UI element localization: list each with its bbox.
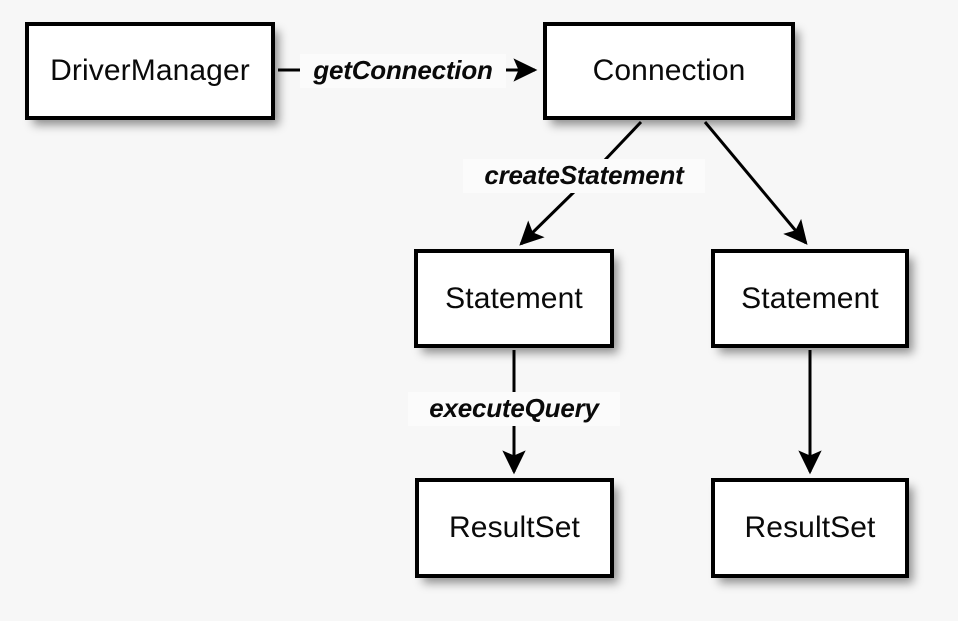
node-resultset-right-label: ResultSet [744, 511, 876, 544]
node-statement-right-label: Statement [741, 281, 879, 315]
node-statement-left[interactable]: Statement [414, 249, 614, 348]
node-resultset-right[interactable]: ResultSet [711, 478, 909, 578]
node-drivermanager-label: DriverManager [50, 54, 250, 87]
node-connection-label: Connection [592, 54, 746, 87]
edge-label-executequery: executeQuery [408, 392, 620, 426]
node-drivermanager[interactable]: DriverManager [25, 22, 275, 120]
node-resultset-left[interactable]: ResultSet [415, 478, 614, 578]
node-statement-right[interactable]: Statement [711, 249, 909, 348]
node-resultset-left-label: ResultSet [449, 511, 580, 544]
edge-label-createstatement: createStatement [463, 159, 705, 193]
edge-label-getconnection: getConnection [300, 54, 506, 88]
node-connection[interactable]: Connection [543, 22, 795, 120]
node-statement-left-label: Statement [445, 281, 583, 315]
edge-connection-to-statement-right [703, 121, 808, 245]
